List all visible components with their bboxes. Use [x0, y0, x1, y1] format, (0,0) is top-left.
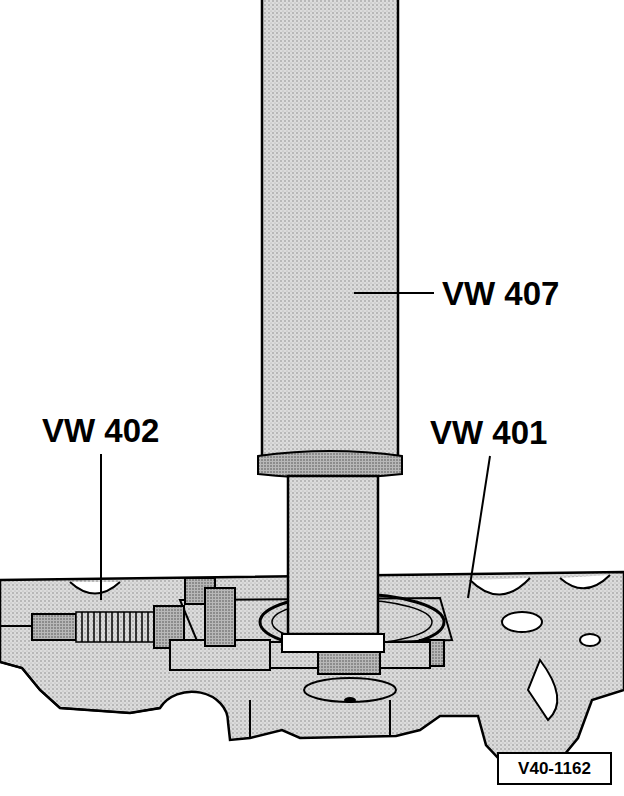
plate-cutout	[70, 582, 120, 594]
figure-number: V40-1162	[518, 759, 591, 779]
plate-edge	[389, 700, 391, 736]
plate-edge	[0, 662, 160, 713]
tool-number: VW 402	[40, 414, 161, 447]
plate-cutout	[528, 660, 557, 720]
plate-hole	[502, 612, 542, 632]
valve-stem	[344, 697, 356, 703]
tool-number: VW 401	[428, 416, 549, 449]
valve-spring	[318, 650, 380, 674]
plate-edge	[249, 700, 251, 738]
sleeve-end	[282, 634, 384, 652]
press-sleeve	[288, 476, 378, 634]
leader-line	[100, 454, 102, 600]
leader-line	[468, 456, 490, 598]
spindle-head	[32, 614, 76, 640]
spring-block	[205, 588, 235, 646]
plate-cutout	[470, 578, 530, 595]
thread	[76, 612, 154, 642]
tube-collar	[258, 451, 402, 478]
valve-seat	[304, 678, 396, 702]
wire	[0, 625, 32, 627]
press-tube	[262, 0, 398, 456]
figure-number-box: V40-1162	[497, 752, 612, 785]
leader-line	[354, 292, 434, 294]
plate-hole	[580, 634, 600, 646]
tool-number: VW 407	[440, 277, 561, 310]
plate-cutout	[560, 575, 610, 588]
